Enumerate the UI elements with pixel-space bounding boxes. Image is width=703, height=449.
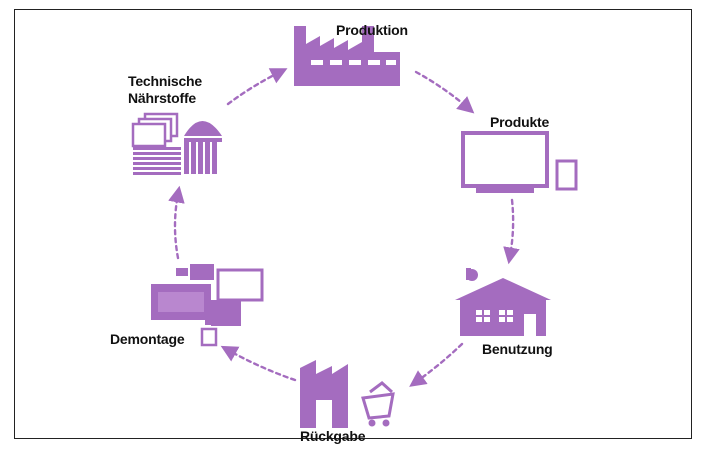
factory-icon [294, 26, 400, 86]
tablet-icon [555, 159, 578, 191]
label-produkte: Produkte [490, 114, 550, 130]
label-benutzung: Benutzung [482, 341, 553, 357]
materials-icon [131, 112, 222, 175]
house-icon [455, 268, 551, 336]
arrow-rueckgabe-to-demontage [220, 345, 297, 382]
label-technische: Technische [128, 73, 202, 89]
recycling-plant-icon [300, 360, 348, 428]
arrow-demontage-to-naehrstoffe [168, 185, 185, 260]
arrow-benutzung-to-rueckgabe [409, 342, 464, 387]
arrow-produktion-to-produkte [414, 70, 475, 114]
cart-icon [361, 381, 395, 427]
label-rueckgabe: Rückgabe [300, 428, 366, 444]
label-produktion: Produktion [336, 22, 408, 38]
label-demontage: Demontage [110, 331, 185, 347]
label-naehrstoffe: Nährstoffe [128, 90, 197, 106]
arrow-produkte-to-benutzung [503, 198, 520, 265]
arrow-naehrstoffe-to-produktion [226, 68, 288, 106]
monitor-icon [461, 131, 549, 193]
disassembly-icon [151, 264, 264, 347]
